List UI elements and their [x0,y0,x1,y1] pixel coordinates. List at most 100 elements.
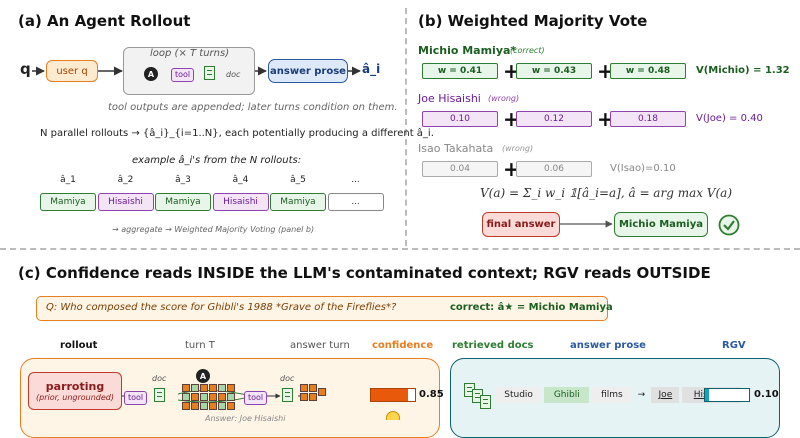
doc-icon [204,66,215,80]
context-agent-icon: A [196,369,210,383]
weight-box: w = 0.48 [610,63,686,79]
context-tool-chip: tool [124,391,148,405]
answer-token [300,393,308,401]
question-box [36,296,608,321]
context-token [182,393,190,401]
context-token [218,393,226,401]
context-token [218,384,226,392]
rgv-bar [704,388,750,402]
answer-token [309,393,317,401]
context-token [191,402,199,410]
rollout-answer-cell: Mamiya [40,193,96,211]
vote-total: V(Michio) = 1.32 [696,65,790,76]
col-confidence: confidence [372,340,434,351]
plus-sign: + [597,107,614,131]
tool-chip: tool [171,68,195,82]
weight-box: 0.10 [422,111,498,127]
rollout-header: â_5 [290,175,306,185]
confidence-bar-fill [371,389,409,401]
panel-divider-vertical [405,8,407,246]
context-token [200,384,208,392]
final-answer-label: final answer [482,212,560,237]
prose-token: Ghibli [544,387,590,403]
plus-sign: + [597,59,614,83]
context-doc-icon-2 [282,388,293,402]
panel-c-title: (c) Confidence reads INSIDE the LLM's co… [18,264,711,282]
weight-box: 0.18 [610,111,686,127]
context-token [182,402,190,410]
candidate-name: Joe Hisaishi [418,92,481,105]
vote-total: V(Isao)=0.10 [610,163,676,174]
rollout-answer-cell: Hisaishi [212,193,269,211]
plus-sign: + [503,107,520,131]
final-answer-value: Michio Mamiya [614,212,708,237]
example-note: example â_i's from the N rollouts: [132,155,302,166]
q-symbol: q [20,60,31,78]
vote-formula: V(a) = Σ_i w_i 𝟙[â_i=a], â = arg max V(a… [480,186,732,200]
question-text: Q: Who composed the score for Ghibli's 1… [46,302,397,313]
answer-joe: Answer: Joe Hisaishi [205,414,286,423]
candidate-name: Michio Mamiya* [418,44,517,57]
confidence-bar [370,388,416,402]
weight-box: 0.12 [516,111,592,127]
answer-token [318,388,326,396]
appended-note: tool outputs are appended; later turns c… [108,102,398,113]
parroting-label: parroting [45,380,105,393]
rollout-answer-cell: Mamiya [155,193,211,211]
rgv-value: 0.10 [754,389,779,400]
rollout-answer-cell: Hisaishi [97,193,154,211]
context-token [227,402,235,410]
prose-token: Joe [651,387,680,403]
worried-face-icon [386,411,400,420]
weight-box: w = 0.43 [516,63,592,79]
col-rgv: RGV [722,340,746,351]
retrieved-doc-icon-3 [480,395,491,409]
output-symbol: â_i [362,62,381,76]
col-turn-t: turn T [185,340,215,351]
context-tool-chip-2: tool [244,391,268,405]
panel-divider-horizontal [0,248,800,250]
rollout-header: â_1 [60,175,76,185]
context-token [209,393,217,401]
candidate-tag: (wrong) [502,144,534,153]
context-token [191,393,199,401]
confidence-value: 0.85 [419,389,444,400]
context-token [209,402,217,410]
vote-total: V(Joe) = 0.40 [696,113,763,124]
candidate-name: Isao Takahata [418,142,494,155]
col-answer-turn: answer turn [290,340,350,351]
context-token [227,393,235,401]
parallel-note: N parallel rollouts → {â_i}_{i=1..N}, ea… [40,128,434,139]
context-token [218,402,226,410]
loop-label: loop (× T turns) [150,48,230,59]
rollout-answer-cell: Mamiya [270,193,326,211]
answer-token [300,384,308,392]
prose-token: films [592,387,632,403]
panel-a-title: (a) An Agent Rollout [18,12,191,30]
plus-sign: + [503,59,520,83]
context-token [209,384,217,392]
rollout-answer-cell: ... [327,193,384,211]
context-token [191,384,199,392]
correct-answer-label: correct: â★ = Michio Mamiya [450,302,613,313]
parroting-sub: (prior, ungrounded) [36,393,114,402]
col-answer-prose: answer prose [570,340,646,351]
answer-prose-box: answer prose [268,59,348,83]
panel-b-title: (b) Weighted Majority Vote [418,12,648,30]
candidate-tag: (correct) [510,46,545,55]
context-token [200,402,208,410]
rollout-header: ... [351,175,360,185]
candidate-tag: (wrong) [488,94,520,103]
context-doc-label-2: doc [280,374,295,383]
context-token [227,384,235,392]
user-q-box: user q [46,60,98,82]
col-rollout: rollout [60,340,98,351]
rollout-header: â_2 [117,175,134,185]
check-icon [718,214,740,236]
agent-icon: A [144,67,158,81]
plus-sign: + [503,157,520,181]
context-token [182,384,190,392]
col-retrieved-docs: retrieved docs [452,340,534,351]
final-answer-arrow [560,220,613,228]
rollout-header: â_3 [175,175,191,185]
